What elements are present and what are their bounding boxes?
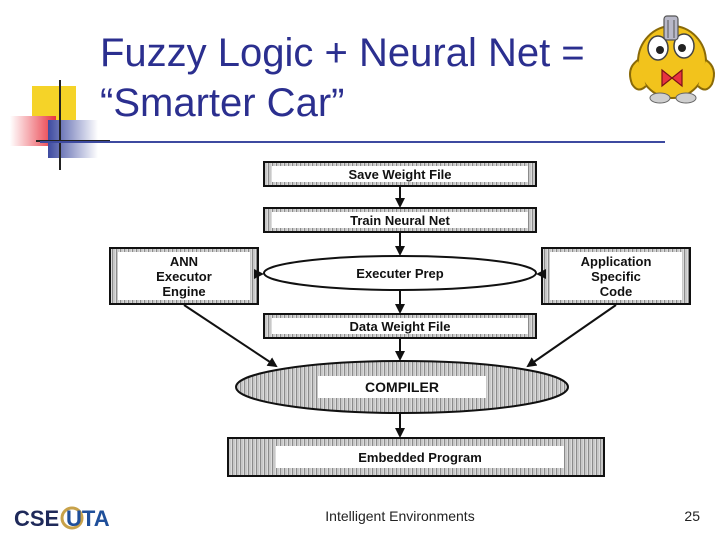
page-number: 25 — [684, 508, 700, 524]
label-save-weight-file: Save Weight File — [348, 167, 451, 182]
arrow-ann-to-compiler — [183, 304, 278, 368]
label-app-line-3: Code — [600, 284, 633, 299]
node-ann-executor-engine: ANN Executor Engine — [109, 247, 259, 305]
label-app-line-1: Application — [581, 254, 652, 269]
label-embedded-program: Embedded Program — [358, 450, 482, 465]
node-embedded-program: Embedded Program — [227, 437, 605, 477]
node-save-weight-file: Save Weight File — [263, 161, 537, 187]
logo-text-cse: CSE — [14, 506, 59, 531]
label-ann-line-3: Engine — [162, 284, 205, 299]
label-ann-line-2: Executor — [156, 269, 212, 284]
slide-title-line-1: Fuzzy Logic + Neural Net = — [100, 31, 585, 75]
blue-square — [48, 120, 98, 158]
arrow-app-to-compiler — [526, 304, 617, 368]
node-compiler: COMPILER — [235, 360, 569, 414]
cse-uta-logo: CSE UTA — [14, 506, 110, 531]
logo-text-uta: UTA — [66, 506, 110, 531]
label-app-line-2: Specific — [591, 269, 641, 284]
label-data-weight-file: Data Weight File — [350, 319, 451, 334]
slide-title-line-2: “Smarter Car” — [100, 81, 345, 125]
node-executer-prep: Executer Prep — [263, 255, 537, 291]
node-data-weight-file: Data Weight File — [263, 313, 537, 339]
footer-course-title: Intelligent Environments — [325, 508, 475, 524]
label-train-neural-net: Train Neural Net — [350, 213, 450, 228]
robot-mascot-icon — [629, 15, 715, 104]
node-train-neural-net: Train Neural Net — [263, 207, 537, 233]
title-underline — [40, 141, 665, 143]
label-compiler: COMPILER — [365, 379, 439, 395]
slide-title: Fuzzy Logic + Neural Net = “Smarter Car” — [100, 28, 660, 128]
label-ann-line-1: ANN — [170, 254, 198, 269]
label-executer-prep: Executer Prep — [356, 266, 443, 281]
node-application-specific-code: Application Specific Code — [541, 247, 691, 305]
